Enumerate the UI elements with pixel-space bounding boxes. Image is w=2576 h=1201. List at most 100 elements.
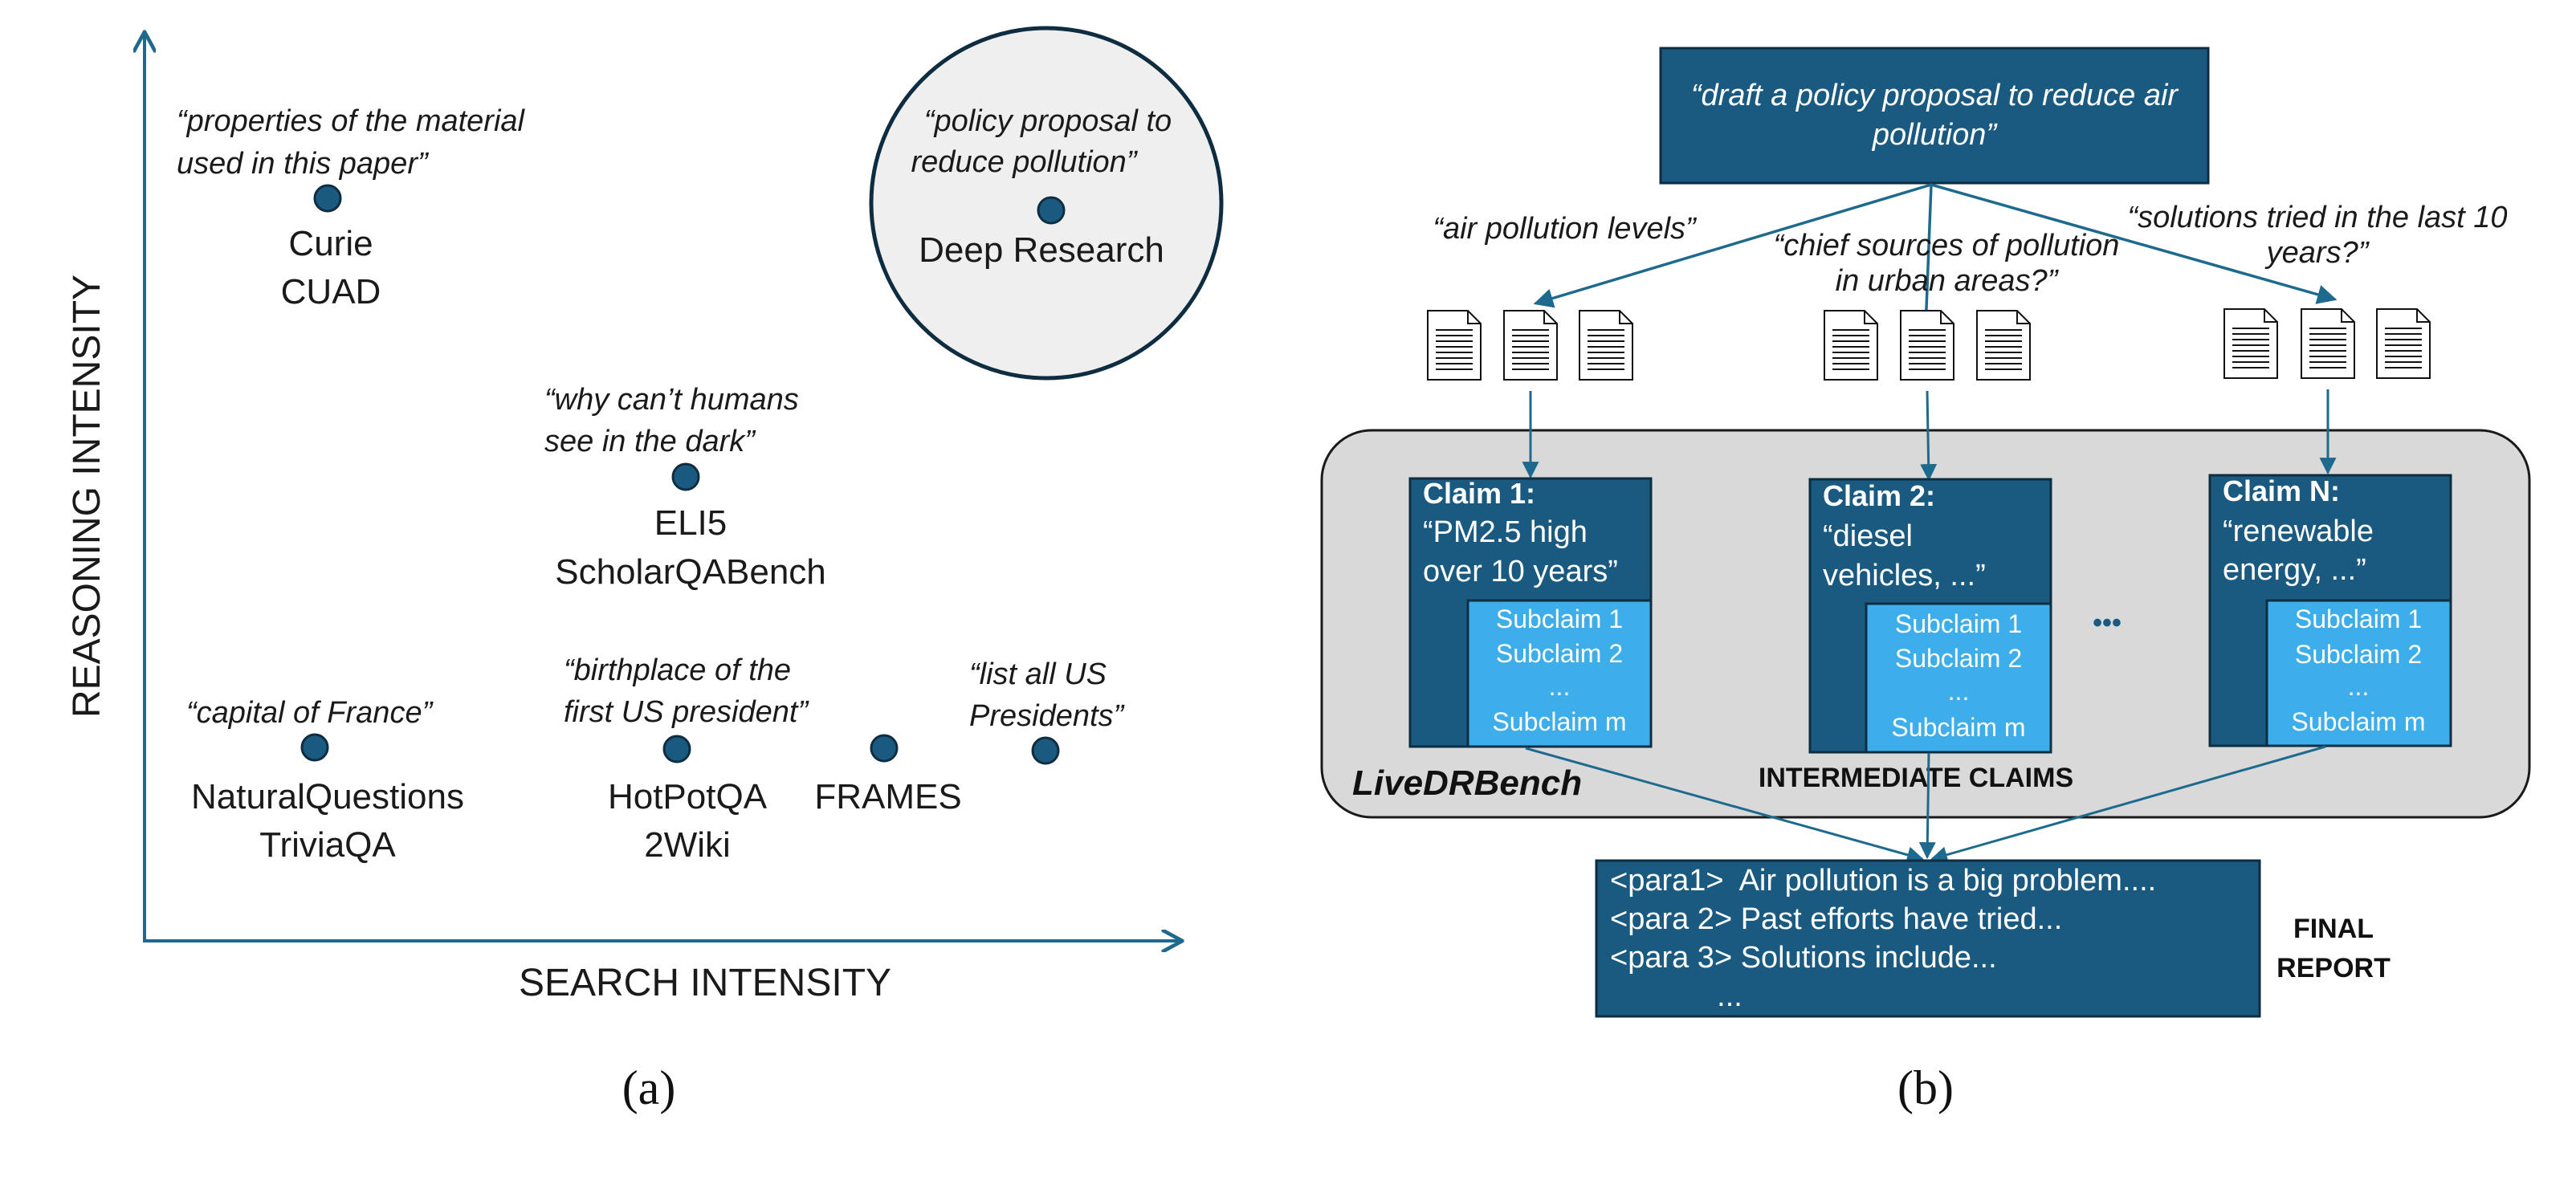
data-point-eli5 (671, 462, 700, 491)
subclaim-text: Subclaim 2 (1496, 639, 1623, 668)
document-group-3 (2223, 308, 2431, 379)
document-icon (2376, 308, 2431, 379)
report-line: <para 2> Past efforts have tried... (1610, 902, 2062, 936)
panel-b: “draft a policy proposal to reduce air p… (1320, 47, 2531, 1114)
final-report-label: REPORT (2276, 953, 2391, 983)
document-group-1 (1427, 310, 1633, 381)
data-point-deep-research (1037, 196, 1066, 225)
point-quote: “policy proposal to (924, 104, 1172, 138)
document-icon (1579, 310, 1633, 381)
claim-to-report-arrow (1918, 752, 1936, 860)
claim-to-report-arrow (1930, 745, 2326, 863)
report-line: <para 3> Solutions include... (1610, 941, 1997, 975)
data-point-nq (300, 733, 329, 762)
final-report-box (1595, 859, 2261, 1018)
final-report-label: FINAL (2293, 914, 2374, 944)
point-quote: “birthplace of the (564, 653, 791, 687)
benchmark-label: ScholarQABench (555, 552, 826, 592)
point-quote: “capital of France” (186, 696, 434, 730)
document-group-2 (1824, 310, 2031, 381)
subclaim-text: Subclaim 1 (1496, 605, 1623, 633)
query-arrow-2 (1916, 184, 1937, 332)
benchmark-label: Deep Research (919, 230, 1164, 270)
benchmark-label: ELI5 (654, 503, 728, 543)
claim-title: Claim N: (2223, 474, 2340, 507)
claims-ellipsis: ••• (2093, 608, 2122, 638)
benchmark-label: Curie (288, 224, 373, 263)
document-icon (1900, 310, 1954, 381)
point-group-deep-research: “policy proposal to reduce pollution” De… (911, 104, 1172, 270)
query-arrow-3 (1930, 183, 2338, 304)
claim-text: “diesel (1823, 519, 1913, 553)
point-group-list-us: “list all US Presidents” (969, 657, 1126, 765)
subclaim-text: Subclaim m (2291, 707, 2425, 736)
point-quote: first US president” (564, 695, 809, 729)
point-quote: Presidents” (969, 699, 1126, 733)
subclaim-text: ... (2348, 672, 2370, 701)
benchmark-label: CUAD (281, 272, 381, 311)
claim-card-n: Claim N: “renewable energy, ...” Subclai… (2208, 474, 2452, 747)
intermediate-claims-label: INTERMEDIATE CLAIMS (1759, 763, 2073, 793)
point-quote: used in this paper” (177, 147, 430, 181)
claim-card-2: Claim 2: “diesel vehicles, ...” Subclaim… (1808, 478, 2052, 754)
subclaim-text: Subclaim 2 (2295, 640, 2422, 669)
subclaim-box (2265, 599, 2452, 747)
benchmark-label: TriviaQA (259, 825, 396, 865)
claim-text: “PM2.5 high (1423, 515, 1588, 549)
sub-query-text: years?” (2264, 236, 2370, 270)
report-line: ... (1717, 979, 1742, 1013)
claim-card-1: Claim 1: “PM2.5 high over 10 years” Subc… (1408, 477, 1653, 748)
document-icon (1503, 310, 1558, 381)
document-icon (2301, 308, 2355, 379)
query-arrow-1 (1533, 183, 1932, 308)
top-query-text: pollution” (1872, 118, 1999, 152)
subclaim-text: Subclaim 1 (1895, 609, 2022, 638)
benchmark-label: NaturalQuestions (191, 777, 464, 816)
top-query-text: “draft a policy proposal to reduce air (1691, 79, 2179, 112)
y-axis-label: REASONING INTENSITY (66, 275, 108, 718)
claim-title: Claim 1: (1423, 477, 1535, 510)
data-point-hotpot (662, 735, 691, 763)
livedrbench-label: LiveDRBench (1352, 763, 1582, 803)
subclaim-box (1466, 599, 1653, 748)
document-icon (1824, 310, 1878, 381)
subclaim-text: ... (1948, 677, 1970, 706)
document-icon (2223, 308, 2278, 379)
claim-text: “renewable (2223, 515, 2374, 548)
benchmark-label: HotPotQA (608, 777, 768, 816)
claim-text: over 10 years” (1423, 555, 1618, 588)
claim-title: Claim 2: (1823, 479, 1935, 512)
point-quote: “list all US (969, 657, 1107, 691)
document-icon (1427, 310, 1482, 381)
panel-a: SEARCH INTENSITY REASONING INTENSITY “pr… (66, 26, 1224, 1114)
point-quote: “why can’t humans (544, 383, 799, 417)
subclaim-text: Subclaim 1 (2295, 605, 2422, 633)
subclaim-text: Subclaim m (1492, 707, 1626, 736)
point-group-frames: FRAMES (814, 734, 962, 816)
sub-query-text: “solutions tried in the last 10 (2127, 201, 2507, 234)
point-group-curie: “properties of the material used in this… (177, 104, 526, 311)
point-group-nq: “capital of France” NaturalQuestions Tri… (186, 696, 464, 865)
point-group-hotpot: “birthplace of the first US president” H… (564, 653, 809, 865)
subclaim-text: ... (1549, 672, 1571, 701)
x-axis-label: SEARCH INTENSITY (519, 962, 891, 1004)
report-line: <para1> Air pollution is a big problem..… (1610, 864, 2156, 898)
point-quote: “properties of the material (177, 104, 526, 138)
panel-a-label: (a) (622, 1061, 676, 1114)
subclaim-text: Subclaim 2 (1895, 644, 2022, 673)
benchmark-label: FRAMES (814, 777, 961, 816)
top-query-box (1659, 47, 2210, 185)
panel-b-label: (b) (1897, 1061, 1954, 1114)
point-quote: reduce pollution” (911, 145, 1139, 179)
claim-to-report-arrow (1525, 747, 1925, 864)
data-point-frames (870, 734, 899, 763)
claim-text: vehicles, ...” (1823, 559, 1986, 592)
data-point-list-us (1031, 736, 1060, 765)
benchmark-label: 2Wiki (644, 825, 731, 865)
data-point-curie (313, 184, 342, 213)
sub-query-text: in urban areas?” (1836, 264, 2060, 298)
sub-query-text: “air pollution levels” (1433, 212, 1698, 246)
subclaim-box (1865, 602, 2052, 754)
doc-to-claim-arrow (1920, 390, 1938, 482)
